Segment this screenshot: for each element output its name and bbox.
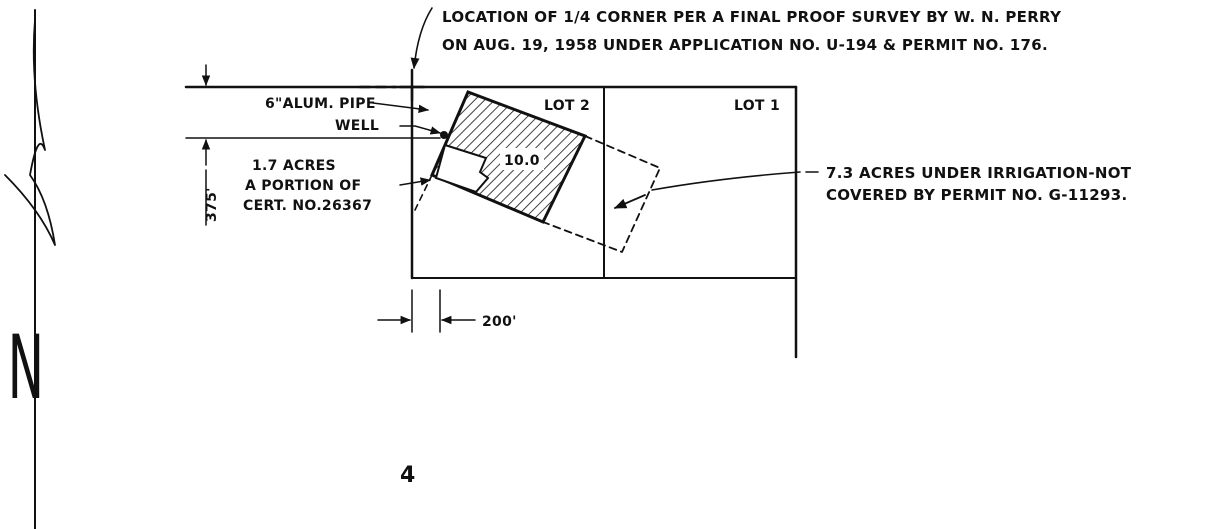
lot-1-label: LOT 1 <box>734 98 780 114</box>
portion-1-7-acres <box>434 143 490 194</box>
section-boundary <box>184 68 798 359</box>
dimension-375: 375' <box>185 64 441 226</box>
dimension-200: 200' <box>377 289 517 333</box>
north-symbol: N <box>8 316 44 419</box>
well-symbol <box>440 131 448 139</box>
parcel-area-label: 10.0 <box>504 153 540 169</box>
dimension-375-label: 375' <box>204 187 220 222</box>
portion-note-line1: 1.7 ACRES <box>252 158 336 174</box>
north-arrow: N <box>4 9 56 529</box>
corner-note-line2: ON AUG. 19, 1958 UNDER APPLICATION NO. U… <box>442 36 1048 54</box>
section-number: 4 <box>400 463 416 488</box>
irrigation-note-line1: 7.3 ACRES UNDER IRRIGATION-NOT <box>826 164 1132 182</box>
leader-lines <box>372 7 442 186</box>
dimension-200-label: 200' <box>482 314 517 330</box>
corner-note-line1: LOCATION OF 1/4 CORNER PER A FINAL PROOF… <box>442 8 1062 26</box>
irrigation-note-line2: COVERED BY PERMIT NO. G-11293. <box>826 186 1127 204</box>
portion-note-line2: A PORTION OF <box>245 178 361 194</box>
well-label: WELL <box>335 118 379 134</box>
pipe-label: 6"ALUM. PIPE <box>265 96 376 112</box>
lot-2-label: LOT 2 <box>544 98 590 114</box>
portion-note-line3: CERT. NO.26367 <box>243 198 372 214</box>
